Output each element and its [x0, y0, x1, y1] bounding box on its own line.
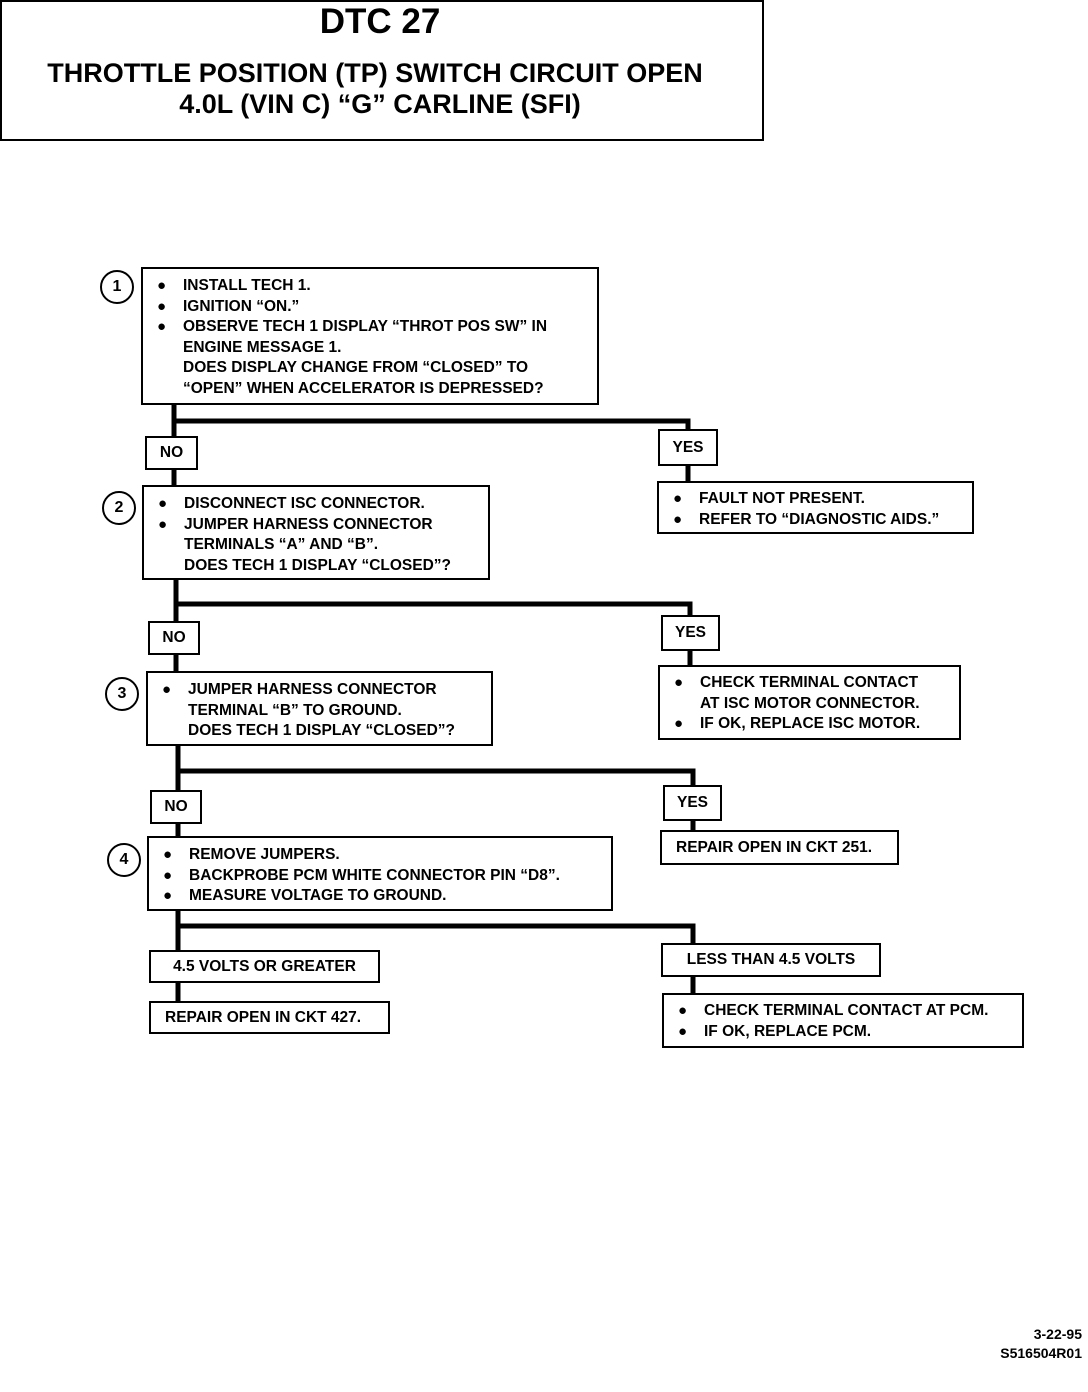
bullet-icon: ● [157, 318, 167, 335]
step-1-line: ● OBSERVE TECH 1 DISPLAY “THROT POS SW” I… [157, 317, 587, 338]
step-3-box: ● JUMPER HARNESS CONNECTOR TERMINAL “B” T… [146, 671, 493, 746]
bullet-icon: ● [158, 515, 168, 533]
result-text: IF OK, REPLACE ISC MOTOR. [700, 715, 921, 732]
result-text: CHECK TERMINAL CONTACT [700, 674, 919, 691]
figure-id: S516504R01 [1000, 1345, 1082, 1361]
bullet-icon: ● [678, 1002, 688, 1019]
connector-step3-yes [175, 768, 696, 789]
step-1-question: “OPEN” WHEN ACCELERATOR IS DEPRESSED? [183, 379, 544, 397]
result-text: FAULT NOT PRESENT. [699, 490, 865, 507]
bullet-icon: ● [163, 866, 173, 884]
step-1-line: ● IGNITION “ON.” [157, 297, 587, 318]
bullet-icon: ● [674, 715, 684, 732]
title-line-2: 4.0L (VIN C) “G” CARLINE (SFI) [179, 89, 581, 119]
step-3-number: 3 [105, 677, 139, 711]
step-2-text: JUMPER HARNESS CONNECTOR [184, 515, 433, 533]
bullet-icon: ● [678, 1022, 688, 1040]
step-1-text: IGNITION “ON.” [183, 297, 300, 315]
result-fault-not-present: ● FAULT NOT PRESENT. ● REFER TO “DIAGNOSTI… [657, 481, 974, 534]
bullet-icon: ● [157, 277, 167, 294]
step-2-question: DOES TECH 1 DISPLAY “CLOSED”? [184, 556, 451, 574]
title-block: DTC 27 THROTTLE POSITION (TP) SWITCH CIR… [0, 0, 764, 141]
step-3-text: JUMPER HARNESS CONNECTOR [188, 681, 437, 698]
step-1-text: DOES DISPLAY CHANGE FROM “CLOSED” TO [183, 359, 529, 376]
bullet-icon: ● [674, 674, 684, 691]
result-text: CHECK TERMINAL CONTACT AT PCM. [704, 1002, 989, 1019]
volts-high-label: 4.5 VOLTS OR GREATER [149, 950, 380, 983]
result-check-isc-motor: ● CHECK TERMINAL CONTACT AT ISC MOTOR CON… [658, 665, 961, 740]
result-repair-ckt-251: REPAIR OPEN IN CKT 251. [660, 830, 899, 865]
title-line-1: THROTTLE POSITION (TP) SWITCH CIRCUIT OP… [47, 58, 703, 88]
bullet-icon: ● [673, 510, 683, 528]
yes-label-1: YES [658, 429, 718, 466]
bullet-icon: ● [162, 681, 172, 698]
bullet-icon: ● [163, 846, 173, 863]
bullet-icon: ● [163, 887, 173, 904]
step-3-question: DOES TECH 1 DISPLAY “CLOSED”? [188, 722, 455, 739]
volts-low-label: LESS THAN 4.5 VOLTS [661, 943, 881, 977]
step-4-box: ● REMOVE JUMPERS. ● BACKPROBE PCM WHITE CO… [147, 836, 613, 911]
step-1-number: 1 [100, 270, 134, 304]
no-label-3: NO [150, 790, 202, 824]
yes-label-2: YES [661, 615, 720, 651]
figure-footer: 3-22-95 S516504R01 [1000, 1325, 1082, 1363]
result-text: REFER TO “DIAGNOSTIC AIDS.” [699, 510, 940, 528]
step-3-text: TERMINAL “B” TO GROUND. [188, 701, 402, 719]
result-repair-ckt-427: REPAIR OPEN IN CKT 427. [149, 1001, 390, 1034]
result-text: AT ISC MOTOR CONNECTOR. [700, 694, 920, 712]
step-2-box: ● DISCONNECT ISC CONNECTOR. ● JUMPER HARNE… [142, 485, 490, 580]
step-2-number: 2 [102, 491, 136, 525]
step-4-text: BACKPROBE PCM WHITE CONNECTOR PIN “D8”. [189, 866, 560, 884]
step-2-text: DISCONNECT ISC CONNECTOR. [184, 495, 425, 512]
result-text: IF OK, REPLACE PCM. [704, 1022, 872, 1040]
step-4-number: 4 [107, 843, 141, 877]
connector-step4-low [175, 923, 696, 947]
no-label-2: NO [148, 621, 200, 655]
step-4-text: REMOVE JUMPERS. [189, 846, 340, 863]
connector-step2-yes [173, 601, 693, 619]
connector-step1-yes [171, 418, 691, 433]
yes-label-3: YES [663, 785, 722, 821]
step-1-text: ENGINE MESSAGE 1. [183, 338, 342, 356]
revision-date: 3-22-95 [1033, 1326, 1082, 1342]
step-4-text: MEASURE VOLTAGE TO GROUND. [189, 887, 447, 904]
result-check-pcm: ● CHECK TERMINAL CONTACT AT PCM. ● IF OK, … [662, 993, 1024, 1048]
no-label-1: NO [145, 436, 198, 470]
step-1-box: ● INSTALL TECH 1. ● IGNITION “ON.” ● OBSERV… [141, 267, 599, 405]
bullet-icon: ● [157, 297, 167, 315]
bullet-icon: ● [673, 490, 683, 507]
dtc-code: DTC 27 [319, 2, 441, 41]
step-1-text: OBSERVE TECH 1 DISPLAY “THROT POS SW” IN [183, 318, 548, 335]
bullet-icon: ● [158, 495, 168, 512]
step-1-line: ● INSTALL TECH 1. [157, 276, 587, 297]
step-1-text: INSTALL TECH 1. [183, 277, 311, 294]
step-2-text: TERMINALS “A” AND “B”. [184, 536, 379, 553]
